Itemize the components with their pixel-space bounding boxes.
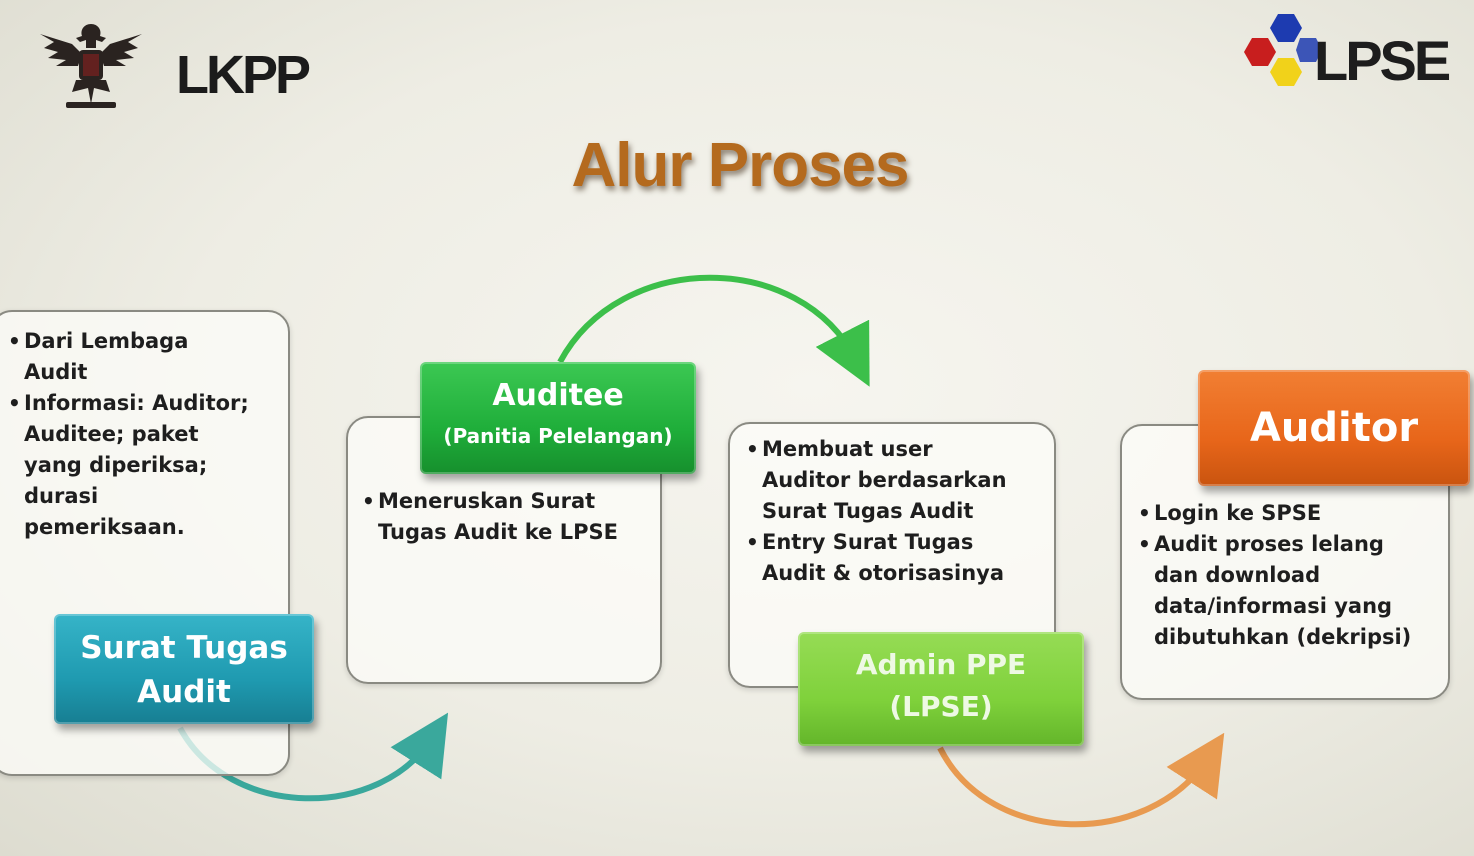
node-label: Audit [137,674,231,710]
step-1-bullets: Dari Lembaga Audit Informasi: Auditor; A… [8,326,258,543]
node-label: Surat Tugas [80,630,288,666]
node-auditor: Auditor [1198,370,1470,486]
lkpp-logo: LKPP [36,14,316,114]
list-item: Meneruskan Surat Tugas Audit ke LPSE [362,486,632,548]
node-label: (Panitia Pelelangan) [443,424,673,448]
garuda-emblem-icon [40,24,142,108]
step-4-bullets: Login ke SPSE Audit proses lelang dan do… [1138,498,1428,653]
list-item: Membuat user Auditor berdasarkan Surat T… [746,434,1026,527]
list-item: Login ke SPSE [1138,498,1428,529]
list-item: Audit proses lelang dan download data/in… [1138,529,1428,653]
node-admin-ppe: Admin PPE (LPSE) [798,632,1084,746]
step-2-bullets: Meneruskan Surat Tugas Audit ke LPSE [362,486,632,548]
step-3-bullets: Membuat user Auditor berdasarkan Surat T… [746,434,1026,589]
lpse-logo-text: LPSE [1314,29,1451,92]
node-label: (LPSE) [889,690,993,723]
list-item: Informasi: Auditor; Auditee; paket yang … [8,388,258,543]
node-label: Admin PPE [855,648,1027,681]
list-item: Dari Lembaga Audit [8,326,258,388]
lpse-logo: LPSE [1230,10,1460,110]
lpse-hexagon-icon [1244,14,1322,86]
node-label: Auditor [1249,405,1419,451]
list-item: Entry Surat Tugas Audit & otorisasinya [746,527,1026,589]
lkpp-logo-text: LKPP [176,45,311,105]
node-label: Auditee [492,378,624,413]
arrow-to-admin-ppe [557,274,870,387]
node-surat-tugas-audit: Surat Tugas Audit [54,614,314,724]
page-title: Alur Proses [571,131,909,200]
node-auditee: Auditee (Panitia Pelelangan) [420,362,696,474]
arrow-to-auditor [937,732,1225,828]
